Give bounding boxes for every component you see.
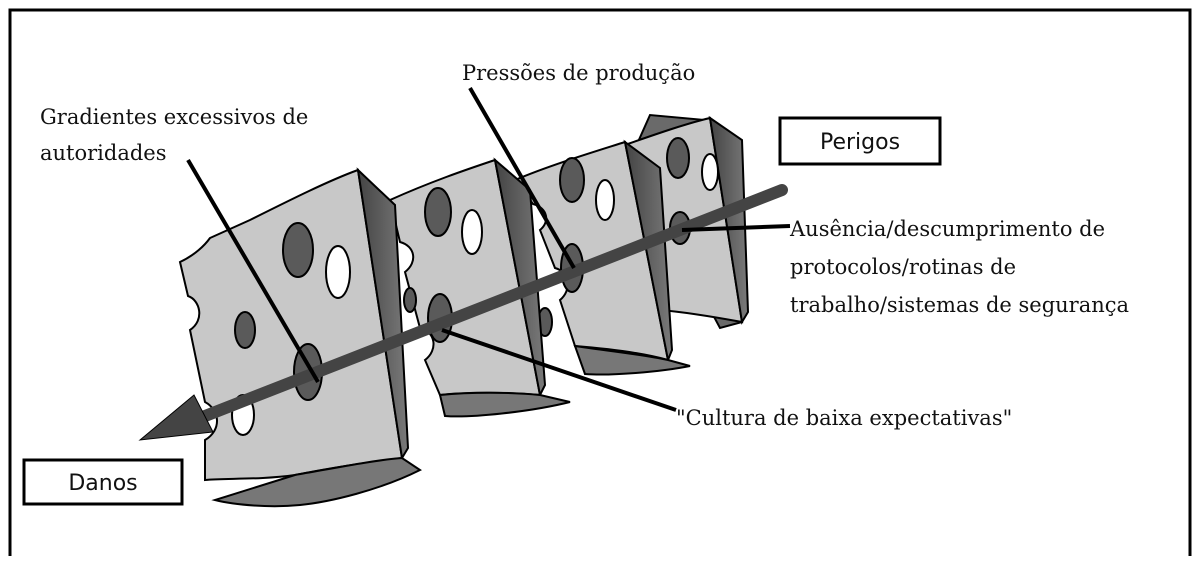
cheese-hole — [282, 222, 314, 278]
diagram-border — [8, 8, 1192, 556]
cheese-hole — [701, 153, 719, 191]
cheese-hole — [403, 287, 417, 313]
cheese-hole — [666, 137, 690, 179]
cheese-slice-1 — [178, 167, 422, 508]
label-protocols-line2: protocolos/rotinas de — [790, 255, 1016, 279]
label-protocols-line3: trabalho/sistemas de segurança — [790, 293, 1129, 317]
hazards-box: Perigos — [778, 116, 942, 166]
cheese-hole — [424, 187, 452, 237]
label-authority-gradient-line2: autoridades — [40, 141, 167, 165]
cheese-hole — [595, 179, 615, 221]
label-low-expectations: "Cultura de baixa expectativas" — [676, 406, 1012, 430]
leader-line-authority-gradient — [186, 158, 320, 384]
hazards-box-label: Perigos — [820, 130, 900, 155]
cheese-hole — [559, 157, 585, 203]
leader-line-production-pressure — [468, 86, 576, 270]
label-authority-gradient-line1: Gradientes excessivos de — [40, 105, 308, 129]
cheese-hole — [461, 209, 483, 255]
label-production-pressure: Pressões de produção — [462, 61, 695, 85]
cheese-hole — [325, 245, 351, 299]
harms-box-label: Danos — [68, 471, 137, 496]
cheese-slice-2 — [388, 157, 571, 418]
leader-line-low-expectations — [441, 328, 677, 412]
label-protocols-line1: Ausência/descumprimento de — [789, 217, 1105, 241]
harms-box: Danos — [22, 458, 184, 506]
leader-line-protocols — [681, 224, 791, 232]
cheese-hole — [234, 311, 256, 349]
